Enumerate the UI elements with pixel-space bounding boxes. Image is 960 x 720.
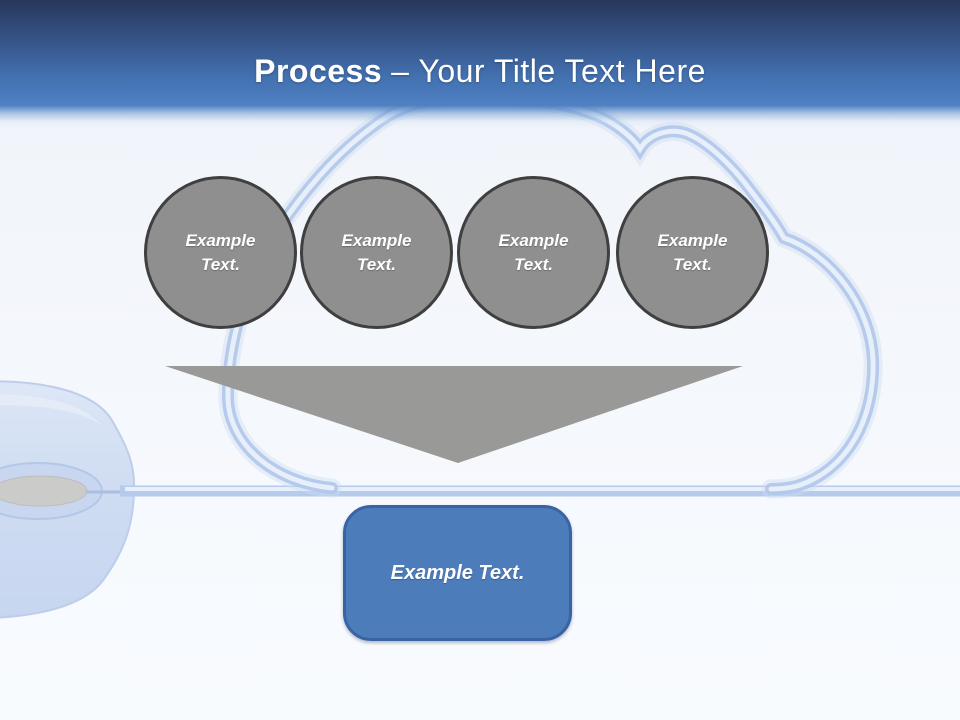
title-text: Your Title Text Here (418, 53, 706, 89)
result-box: Example Text. (343, 505, 572, 641)
result-label: Example Text. (390, 561, 525, 584)
process-step-circle-3: Example Text. (457, 176, 610, 329)
computer-mouse-icon (0, 380, 136, 619)
title-keyword: Process (254, 53, 383, 89)
down-arrow-icon (165, 366, 743, 463)
process-step-circle-1: Example Text. (144, 176, 297, 329)
process-step-label: Example Text. (498, 230, 569, 274)
mouse-cable-icon (120, 485, 960, 497)
process-step-label: Example Text. (185, 230, 256, 274)
title-separator: – (391, 53, 410, 89)
process-step-label: Example Text. (341, 230, 412, 274)
process-step-circle-2: Example Text. (300, 176, 453, 329)
header-band: Process–Your Title Text Here (0, 0, 960, 128)
page-title: Process–Your Title Text Here (0, 52, 960, 90)
process-step-circle-4: Example Text. (616, 176, 769, 329)
process-step-label: Example Text. (657, 230, 728, 274)
